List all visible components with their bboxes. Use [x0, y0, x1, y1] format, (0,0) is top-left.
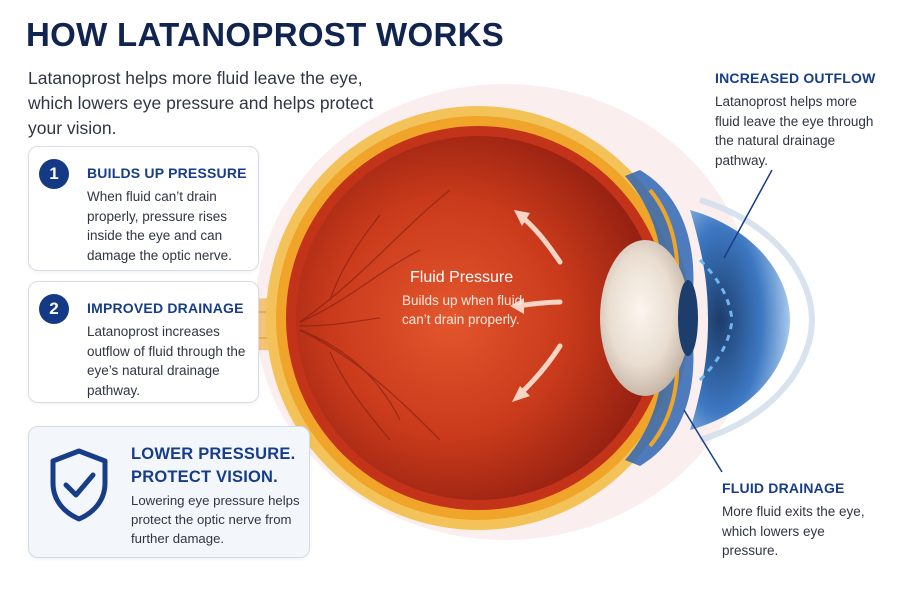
callout-heading-line-2: PROTECT VISION.	[131, 468, 278, 486]
step-card-2: 2 IMPROVED DRAINAGE Latanoprost increase…	[28, 281, 259, 403]
callout-heading: LOWER PRESSURE. PROTECT VISION.	[131, 443, 295, 489]
outflow-text: Latanoprost helps more fluid leave the e…	[715, 94, 874, 168]
step-number-badge: 1	[39, 159, 69, 189]
page-title: HOW LATANOPROST WORKS	[26, 16, 505, 53]
fluid-pressure-text: Builds up when fluid can’t drain properl…	[402, 293, 523, 327]
intro-text: Latanoprost helps more fluid leave the e…	[28, 68, 374, 138]
drainage-heading: FLUID DRAINAGE	[722, 480, 845, 496]
step-text: When fluid can’t drain properly, pressur…	[87, 189, 232, 263]
step-text: Latanoprost increases outflow of fluid t…	[87, 324, 246, 398]
shield-check-icon	[50, 448, 108, 522]
step-number-badge: 2	[39, 294, 69, 324]
callout-heading-line-1: LOWER PRESSURE.	[131, 445, 296, 463]
callout-text: Lowering eye pressure helps protect the …	[131, 493, 300, 546]
step-heading: BUILDS UP PRESSURE	[87, 165, 247, 181]
outflow-heading: INCREASED OUTFLOW	[715, 70, 876, 86]
callout-card: LOWER PRESSURE. PROTECT VISION. Lowering…	[28, 426, 310, 558]
step-card-1: 1 BUILDS UP PRESSURE When fluid can’t dr…	[28, 146, 259, 271]
drainage-text: More fluid exits the eye, which lowers e…	[722, 504, 865, 558]
fluid-pressure-heading: Fluid Pressure	[410, 269, 514, 286]
step-heading: IMPROVED DRAINAGE	[87, 300, 244, 316]
